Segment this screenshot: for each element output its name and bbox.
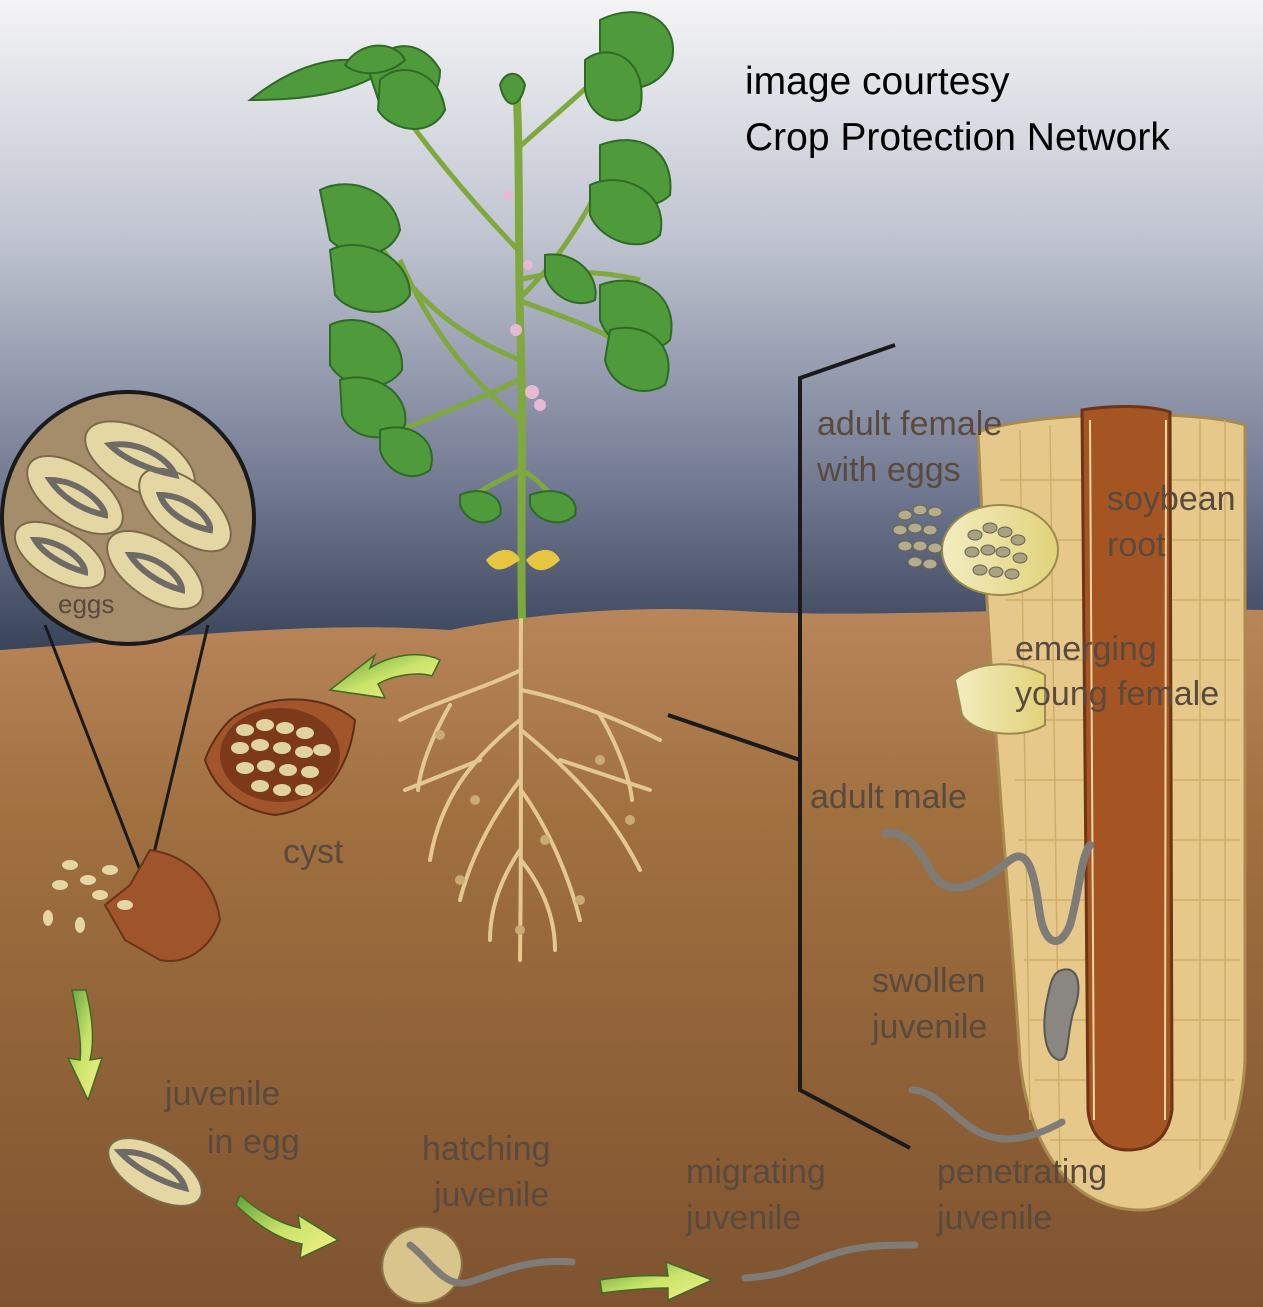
credit-line-1: image courtesy	[745, 60, 1010, 103]
label-soybean-1: soybean	[1107, 480, 1236, 518]
label-emerging-2: young female	[1015, 675, 1219, 713]
label-eggs: eggs	[58, 589, 114, 619]
label-cyst: cyst	[283, 833, 344, 871]
label-penetrating-1: penetrating	[937, 1153, 1107, 1191]
label-soybean-2: root	[1107, 526, 1166, 564]
label-emerging-1: emerging	[1015, 630, 1157, 668]
label-juvenile-in-egg-2: in egg	[207, 1123, 300, 1161]
label-penetrating-2: juvenile	[936, 1199, 1052, 1237]
label-migrating-1: migrating	[686, 1153, 826, 1191]
label-migrating-2: juvenile	[685, 1199, 801, 1237]
label-hatching-2: juvenile	[433, 1176, 549, 1214]
label-hatching-1: hatching	[422, 1130, 551, 1168]
label-swollen-1: swollen	[872, 962, 985, 1000]
credit-line-2: Crop Protection Network	[745, 116, 1170, 159]
label-adult-male: adult male	[810, 778, 967, 816]
label-swollen-2: juvenile	[871, 1008, 987, 1046]
label-adult-female-1: adult female	[817, 405, 1002, 443]
label-juvenile-in-egg-1: juvenile	[164, 1075, 280, 1113]
label-adult-female-2: with eggs	[816, 451, 961, 489]
